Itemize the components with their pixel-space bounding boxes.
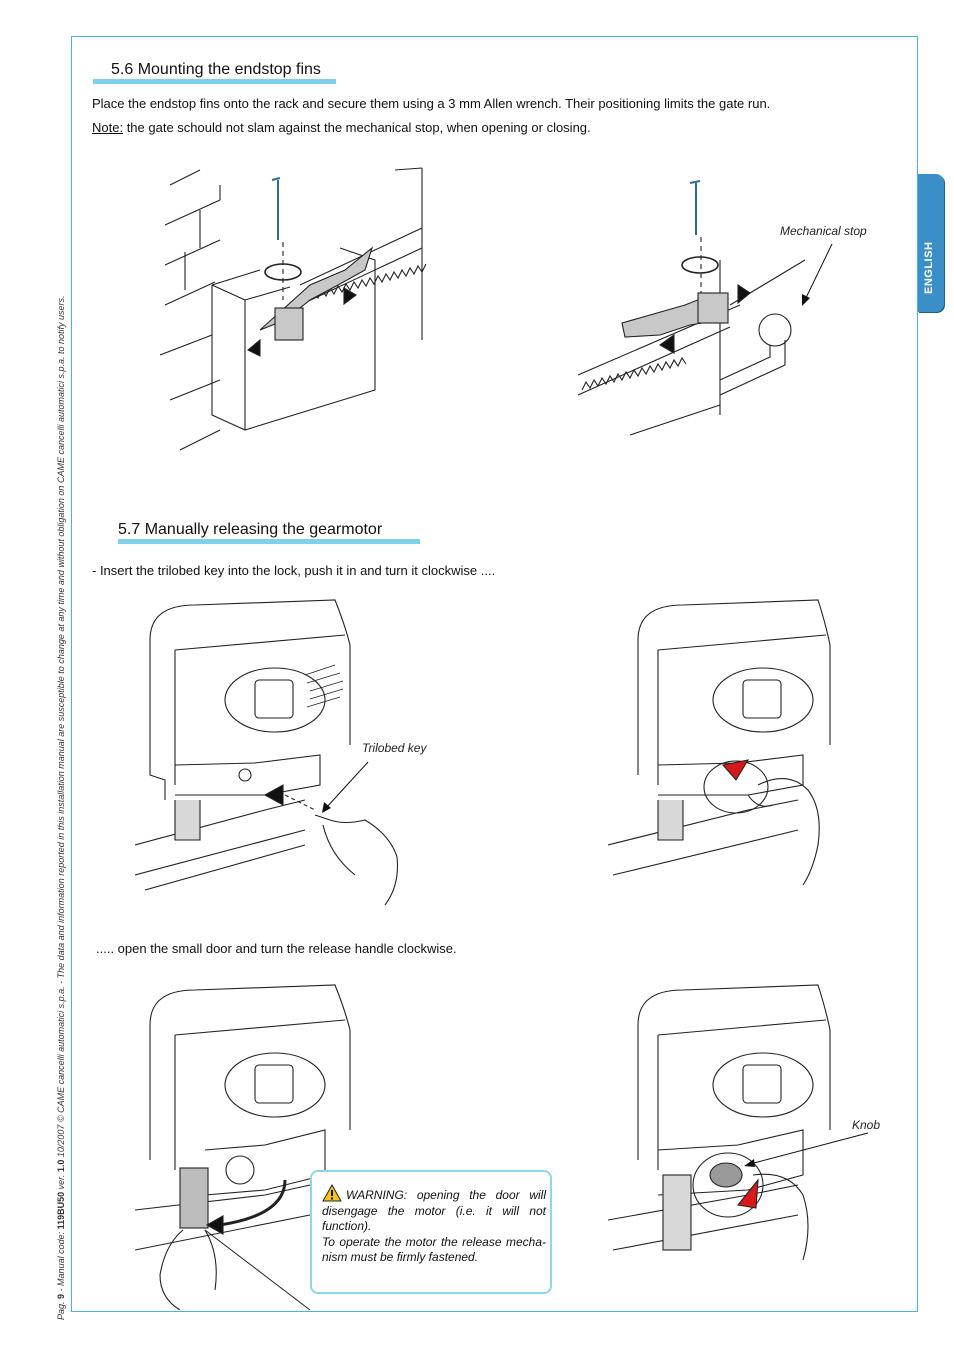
rotation-circle (703, 760, 769, 814)
mechanical-stop-callout: Mechanical stop (780, 224, 867, 238)
ver-label: ver. (56, 1174, 66, 1190)
vent-lines (304, 664, 344, 708)
language-tab[interactable]: ENGLISH (918, 174, 944, 312)
endstop-fin-figure-right (577, 180, 806, 436)
warning-text: To operate the motor the release mecha-n… (322, 1234, 546, 1265)
hand (159, 1229, 217, 1310)
note-label: Note: (92, 120, 124, 135)
red-rotate-arrow (736, 1178, 759, 1209)
gearmotor-cover (149, 599, 351, 646)
move-arrows (247, 287, 357, 357)
gate-rack (299, 167, 427, 340)
allen-wrench (689, 180, 701, 235)
knob-leader (744, 1132, 869, 1167)
red-rotate-arrow (721, 759, 750, 781)
release-figure-turn-key (608, 599, 831, 886)
section-57-title: 5.7 Manually releasing the gearmotor (118, 521, 383, 538)
section-57-step1: - Insert the trilobed key into the lock,… (92, 563, 496, 578)
copyright-notice: © CAME cancelli automatici s.p.a. - The … (56, 295, 66, 1123)
allen-wrench (271, 177, 281, 240)
side-footer: Pag. 9 - Manual code: 119BU50 ver. 1.0 1… (56, 240, 66, 1320)
code-label: - Manual code: (56, 1231, 66, 1292)
release-figure-insert-key (135, 599, 399, 906)
endstop-fin (259, 246, 374, 341)
hand (752, 1173, 809, 1261)
warning-box: WARNING: opening the door will disengage… (310, 1170, 552, 1294)
inspection-window (712, 667, 814, 733)
door-swing-arrow (219, 1179, 287, 1227)
rotate-arrow (264, 263, 302, 281)
note-text: the gate schould not slam against the me… (123, 120, 591, 135)
brick-wall (160, 169, 221, 451)
knob-callout: Knob (852, 1118, 881, 1132)
release-figure-turn-knob (608, 984, 831, 1261)
language-tab-label: ENGLISH (923, 241, 935, 294)
release-handle (225, 1155, 255, 1185)
lock-icon (238, 768, 252, 782)
inspection-window (224, 667, 326, 733)
move-arrows (658, 283, 751, 354)
inspection-window (712, 1052, 814, 1118)
trilobed-key-leader (322, 761, 369, 813)
gate-rack (577, 260, 741, 436)
section-56-note: Note: the gate schould not slam against … (92, 120, 591, 135)
warning-icon (322, 1184, 342, 1202)
rotate-arrow (681, 256, 719, 274)
manual-code: 119BU50 (56, 1191, 66, 1230)
mechanical-stop-leader (802, 243, 833, 306)
side-panel (174, 800, 201, 841)
small-door (179, 1167, 209, 1229)
section-57-step2: ..... open the small door and turn the r… (96, 941, 457, 956)
release-figure-open-door (135, 984, 351, 1310)
section-56-paragraph: Place the endstop fins onto the rack and… (92, 96, 771, 111)
endstop-fin-figure-left (160, 167, 427, 451)
page-number: 9 (56, 1293, 66, 1299)
knob (709, 1162, 743, 1188)
page-frame (71, 36, 918, 1312)
rotation-circle (692, 1152, 764, 1218)
small-door (662, 1174, 692, 1251)
base-rails (135, 799, 306, 891)
section-56-title: 5.6 Mounting the endstop fins (111, 61, 321, 78)
release-compartment (204, 1129, 326, 1196)
lock-plate (174, 754, 321, 796)
date: 10/2007 (56, 1124, 66, 1158)
warning-title: WARNING: opening the door will disengage… (322, 1188, 546, 1233)
hand (314, 814, 399, 906)
inspection-window (224, 1052, 326, 1118)
push-arrow (263, 784, 284, 806)
mechanical-stop (719, 259, 806, 396)
trilobed-key-callout: Trilobed key (362, 741, 427, 755)
endstop-fin (621, 292, 729, 338)
section-56-title-bar (93, 79, 336, 84)
hand (757, 778, 820, 886)
version: 1.0 (56, 1159, 66, 1173)
section-57-title-bar (118, 539, 420, 544)
page-label: Pag. (56, 1301, 66, 1320)
